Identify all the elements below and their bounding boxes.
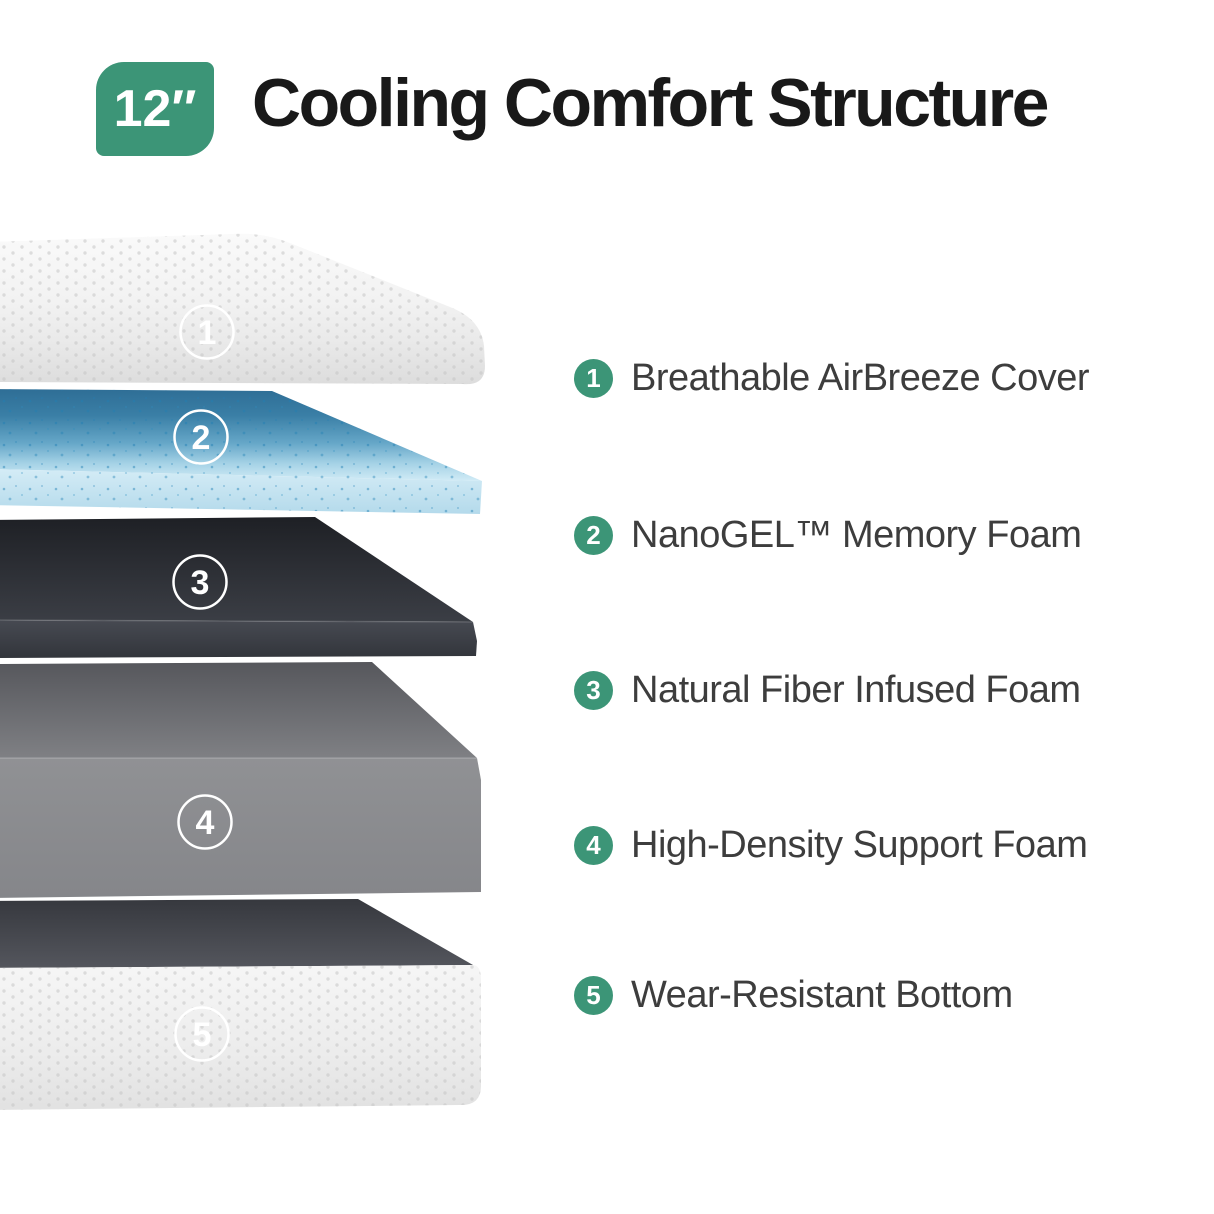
legend-item-1: 1 Breathable AirBreeze Cover bbox=[574, 354, 1090, 402]
marker-5-number: 5 bbox=[193, 1016, 212, 1054]
marker-4-number: 4 bbox=[196, 804, 215, 842]
mattress-diagram: 1 2 3 4 5 bbox=[0, 233, 485, 1110]
legend-dot-3: 3 bbox=[574, 670, 613, 710]
thickness-badge-text: 12″ bbox=[113, 80, 197, 138]
legend-dot-5: 5 bbox=[574, 975, 613, 1015]
marker-2-ring bbox=[173, 409, 229, 465]
legend-item-2: 2 NanoGEL™ Memory Foam bbox=[574, 511, 1082, 559]
marker-1-ring bbox=[179, 304, 235, 360]
legend-dot-2: 2 bbox=[574, 515, 613, 555]
layer-markers: 1 2 3 4 5 bbox=[172, 304, 235, 1062]
marker-5-ring bbox=[174, 1006, 230, 1062]
legend-label-5: Wear-Resistant Bottom bbox=[631, 973, 1013, 1016]
legend-dot-2-number: 2 bbox=[586, 519, 601, 550]
legend-dot-5-number: 5 bbox=[586, 979, 601, 1010]
layer-4-front-face bbox=[0, 758, 481, 898]
legend-dot-4: 4 bbox=[574, 825, 613, 865]
layer-5-fabric-texture bbox=[0, 965, 481, 1110]
legend-dot-4-number: 4 bbox=[586, 829, 601, 860]
thickness-badge: 12″ bbox=[96, 62, 214, 156]
layer-2-speckle-texture bbox=[0, 389, 482, 514]
marker-2-number: 2 bbox=[192, 419, 211, 457]
layer-3-fiber-foam bbox=[0, 517, 477, 658]
legend-item-5: 5 Wear-Resistant Bottom bbox=[574, 971, 1013, 1019]
layer-1-cover bbox=[0, 233, 485, 385]
legend-dot-1: 1 bbox=[574, 358, 613, 398]
marker-4: 4 bbox=[177, 794, 233, 850]
legend-label-1: Breathable AirBreeze Cover bbox=[631, 356, 1090, 399]
marker-3: 3 bbox=[172, 554, 228, 610]
marker-4-ring bbox=[177, 794, 233, 850]
marker-3-ring bbox=[172, 554, 228, 610]
layer-3-top-face bbox=[0, 517, 473, 622]
marker-1-number: 1 bbox=[198, 314, 217, 352]
layer-3-front-face bbox=[0, 620, 477, 658]
layer-2-gel-foam bbox=[0, 389, 482, 514]
layer-4-top-face bbox=[0, 662, 477, 758]
legend-item-3: 3 Natural Fiber Infused Foam bbox=[574, 666, 1081, 714]
legend-dot-1-number: 1 bbox=[586, 362, 601, 393]
legend-label-3: Natural Fiber Infused Foam bbox=[631, 668, 1081, 711]
legend-item-4: 4 High-Density Support Foam bbox=[574, 821, 1088, 869]
layer-1-fabric-texture bbox=[0, 233, 485, 385]
marker-1: 1 bbox=[179, 304, 235, 360]
legend-dot-3-number: 3 bbox=[586, 674, 601, 705]
marker-5: 5 bbox=[174, 1006, 230, 1062]
marker-2: 2 bbox=[173, 409, 229, 465]
layer-5-bottom bbox=[0, 899, 481, 1110]
legend-label-2: NanoGEL™ Memory Foam bbox=[631, 513, 1082, 556]
marker-3-number: 3 bbox=[191, 564, 210, 602]
legend-label-4: High-Density Support Foam bbox=[631, 823, 1088, 866]
page-title: Cooling Comfort Structure bbox=[252, 65, 1050, 141]
layer-5-top-face bbox=[0, 899, 473, 968]
layer-3-crease-highlight bbox=[0, 619, 474, 623]
layer-4-support-foam bbox=[0, 662, 481, 898]
